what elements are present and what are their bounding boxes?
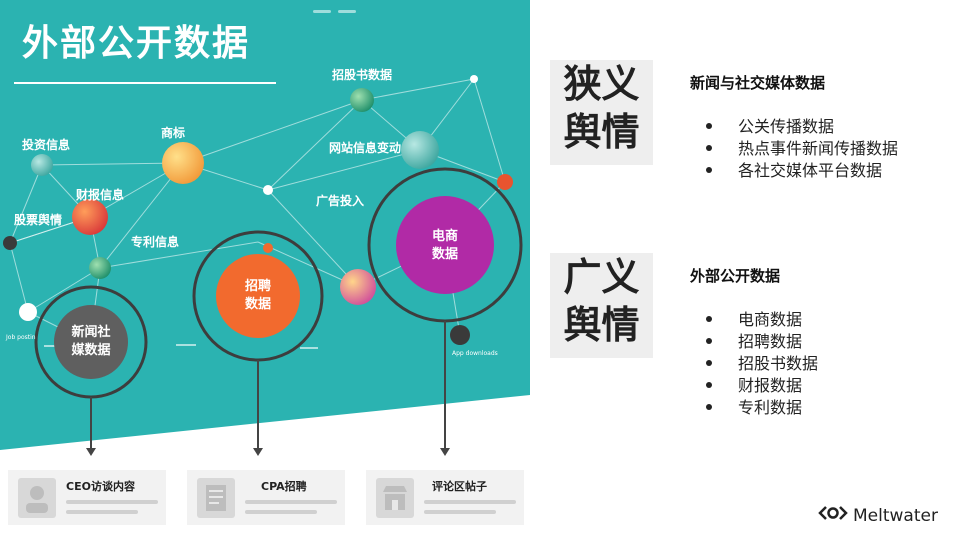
list-item: 财报数据 [706,375,818,397]
broad-box-line1: 广义 [563,255,640,299]
node-stock [3,236,17,250]
brand-name: Meltwater [853,505,938,526]
node-red [497,174,513,190]
label-prospectus: 招股书数据 [332,68,393,82]
card-line [66,500,158,504]
label-trademark: 商标 [161,126,186,140]
broad-box-line2: 舆情 [563,303,640,347]
card-title-cpa: CPA招聘 [261,480,307,493]
title-underline [14,82,276,84]
label-website: 网站信息变动 [329,141,402,155]
broad-sentiment-box: 广义 舆情 [550,253,653,358]
node-investment [31,154,53,176]
circle-news-text: 新闻社 媒数据 [71,325,111,358]
label-financial: 财报信息 [76,188,125,202]
list-item-text: 热点事件新闻传播数据 [738,139,899,158]
card-cpa-hiring: CPA招聘 [187,470,345,525]
list-item-text: 电商数据 [738,310,803,329]
node-trademark [162,142,204,184]
card-title-comments: 评论区帖子 [432,480,487,493]
arrow-heads [86,448,450,456]
list-item-text: 公关传播数据 [738,117,835,136]
card-title-ceo: CEO访谈内容 [66,480,135,493]
label-stock: 股票舆情 [14,213,63,227]
node-app [450,325,470,345]
list-item: 公关传播数据 [706,116,898,138]
circle-hiring-text: 招聘 数据 [244,279,271,312]
node-prospectus [350,88,374,112]
label-advertising: 广告投入 [316,194,365,208]
list-item-text: 招聘数据 [738,332,803,351]
node-advertising [340,269,376,305]
list-item: 招股书数据 [706,353,818,375]
label-investment: 投资信息 [22,138,71,152]
top-dash-2 [338,10,356,13]
list-item: 热点事件新闻传播数据 [706,138,898,160]
node-financial-report [72,199,108,235]
network-graphic [0,0,530,456]
label-app-downloads: App downloads [452,350,498,357]
broad-list: 电商数据 招聘数据 招股书数据 财报数据 专利数据 [706,309,818,419]
left-title: 外部公开数据 [22,23,251,64]
meltwater-logo: Meltwater [818,505,938,526]
card-line [424,500,516,504]
list-item-text: 专利数据 [738,398,803,417]
node-website [401,131,439,169]
narrow-box-line1: 狭义 [563,62,640,106]
node-patent [89,257,111,279]
list-item: 各社交媒体平台数据 [706,160,898,182]
narrow-heading: 新闻与社交媒体数据 [690,74,826,92]
node-orange-small [263,243,273,253]
store-icon [376,478,414,518]
card-line [424,510,496,514]
label-patent: 专利信息 [131,235,180,249]
broad-heading: 外部公开数据 [690,267,781,285]
list-item: 专利数据 [706,397,818,419]
card-line [245,500,337,504]
meltwater-logo-icon [818,505,848,526]
card-line [66,510,138,514]
list-item-text: 招股书数据 [738,354,819,373]
person-icon [18,478,56,518]
card-line [245,510,317,514]
card-comments: 评论区帖子 [366,470,524,525]
narrow-list: 公关传播数据 热点事件新闻传播数据 各社交媒体平台数据 [706,116,898,182]
circle-label-news: 新闻社 媒数据 [51,324,131,360]
list-item: 招聘数据 [706,331,818,353]
list-item: 电商数据 [706,309,818,331]
list-item-text: 财报数据 [738,376,803,395]
document-icon [197,478,235,518]
node-white-1 [263,185,273,195]
node-white-2 [470,75,478,83]
card-ceo-interview: CEO访谈内容 [8,470,166,525]
teal-background [0,0,530,450]
down-arrows [90,321,446,452]
node-job [19,303,37,321]
circle-label-hiring: 招聘 数据 [218,278,298,314]
narrow-sentiment-box: 狭义 舆情 [550,60,653,165]
label-job-postings: Job postin [6,334,36,341]
top-dash-1 [313,10,331,13]
circle-label-ecommerce: 电商 数据 [405,228,485,264]
circle-ecommerce-text: 电商 数据 [431,229,458,262]
list-item-text: 各社交媒体平台数据 [738,161,883,180]
narrow-box-line2: 舆情 [563,110,640,154]
